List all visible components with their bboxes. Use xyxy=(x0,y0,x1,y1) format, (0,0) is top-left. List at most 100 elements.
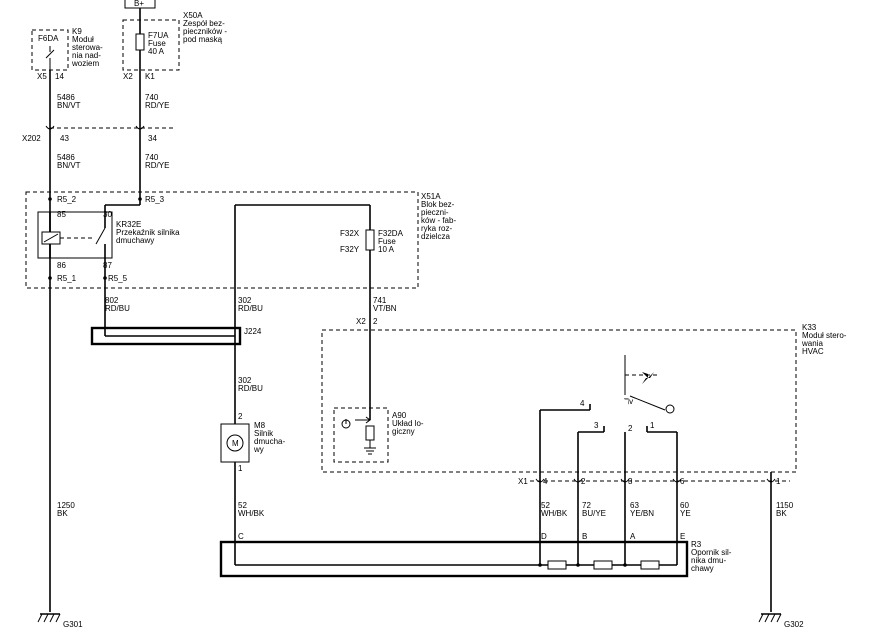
k9-id: K9 xyxy=(72,27,82,36)
x50a-conn-label: X2 xyxy=(123,72,133,81)
relay-desc-1: Przekaźnik silnika xyxy=(116,228,180,237)
r3-desc-1: Opornik sil- xyxy=(691,548,732,557)
k33-desc-3: HVAC xyxy=(802,347,824,356)
wire-label-num: 802 xyxy=(105,296,119,305)
k33-x2-pin: 2 xyxy=(373,317,378,326)
x51a-desc-4: ryka roz- xyxy=(421,224,452,233)
g301-label: G301 xyxy=(63,620,83,629)
r3-desc-2: nika dmu- xyxy=(691,556,726,565)
battery-plus-box: B+ xyxy=(124,0,156,18)
fan-icon xyxy=(642,372,654,384)
r3-desc-3: chawy xyxy=(691,564,714,573)
r3-blower-resistor: C D B A E R3 Opornik sil- nika dmu- chaw… xyxy=(219,532,732,578)
x51a-id: X51A xyxy=(421,192,441,201)
r3-pin-c: C xyxy=(238,532,244,541)
r3-pin-a: A xyxy=(630,532,636,541)
x51a-desc-3: ków - fab- xyxy=(421,216,456,225)
f32da-x-label: F32X xyxy=(340,229,360,238)
wire-label-num: 5486 xyxy=(57,153,75,162)
k9-desc-4: woziem xyxy=(71,59,99,68)
wire-label-num: 60 xyxy=(680,501,689,510)
x51a-desc-2: pieczni- xyxy=(421,208,449,217)
wire-label-color: WH/BK xyxy=(238,509,265,518)
wire-label-color: WH/BK xyxy=(541,509,568,518)
x202-id: X202 xyxy=(22,134,41,143)
switch-pin-2: 2 xyxy=(628,424,633,433)
x1-connector: X1 4 2 3 6 1 xyxy=(518,477,790,486)
m8-pin-top: 2 xyxy=(238,412,243,421)
wire-label-num: 1250 xyxy=(57,501,75,510)
wire-label-color: RD/BU xyxy=(105,304,130,313)
relay-pin-30: 30 xyxy=(103,210,112,219)
motor-symbol: M xyxy=(232,439,239,448)
f32da-type: Fuse xyxy=(378,237,396,246)
wire-label-color: YE/BN xyxy=(630,509,654,518)
x50a-fusebox: X50A Zespół bez- pieczników - pod maską … xyxy=(122,11,227,81)
k9-desc-3: nia nad- xyxy=(72,51,101,60)
wire-label-num: 52 xyxy=(238,501,247,510)
a90-desc-2: giczny xyxy=(392,427,415,436)
m8-pin-bottom: 1 xyxy=(238,464,243,473)
wire-label-color: BN/VT xyxy=(57,101,81,110)
wire-label-num: 740 xyxy=(145,153,159,162)
x50a-fuse-type: Fuse xyxy=(148,39,166,48)
j224-id: J224 xyxy=(244,327,262,336)
wire-label-color: RD/YE xyxy=(145,101,169,110)
relay-pin-87: 87 xyxy=(103,261,112,270)
battery-plus-label: B+ xyxy=(134,0,144,8)
wire-label-color: BK xyxy=(776,509,787,518)
k9-module: F6DA K9 Moduł sterowa- nia nad- woziem X… xyxy=(31,27,103,81)
x202-connector: X202 43 34 xyxy=(22,125,175,143)
switch-pin-3: 3 xyxy=(594,421,599,430)
m8-desc-3: wy xyxy=(253,445,264,454)
x51a-block: X51A Blok bez- pieczni- ków - fab- ryka … xyxy=(25,191,456,289)
x51a-pin-r5-2: R5_2 xyxy=(57,195,77,204)
x1-pin-2: 2 xyxy=(581,477,586,486)
wire-label-color: BU/YE xyxy=(582,509,606,518)
a90-logic-unit: A90 Układ lo- giczny xyxy=(333,407,424,463)
a90-desc-1: Układ lo- xyxy=(392,419,424,428)
wire-label-num: 741 xyxy=(373,296,387,305)
x202-pin-2: 34 xyxy=(148,134,157,143)
x50a-desc-3: pod maską xyxy=(183,35,223,44)
r3-pin-d: D xyxy=(541,532,547,541)
m8-id: M8 xyxy=(254,421,266,430)
x50a-pin-label: K1 xyxy=(145,72,155,81)
k9-desc-2: sterowa- xyxy=(72,43,103,52)
wire-label-color: BK xyxy=(57,509,68,518)
m8-blower-motor: M 2 1 M8 Silnik dmucha- wy xyxy=(220,412,285,473)
svg-text:ℸv: ℸv xyxy=(624,397,633,406)
g301-ground-icon: G301 xyxy=(37,613,83,629)
k33-x2-conn: X2 xyxy=(356,317,366,326)
x202-pin-1: 43 xyxy=(60,134,69,143)
switch-pin-4: 4 xyxy=(580,399,585,408)
wire-label-num: 302 xyxy=(238,296,252,305)
relay-pin-86: 86 xyxy=(57,261,66,270)
x1-pin-6: 6 xyxy=(680,477,685,486)
x51a-pin-r5-3: R5_3 xyxy=(145,195,165,204)
r3-pin-b: B xyxy=(582,532,587,541)
switch-pin-1: 1 xyxy=(650,421,655,430)
wire-label-num: 5486 xyxy=(57,93,75,102)
k9-fuse-label: F6DA xyxy=(38,34,59,43)
wire-label-color: VT/BN xyxy=(373,304,397,313)
blower-switch: ℸv 4 3 2 1 xyxy=(540,355,677,433)
g302-ground-icon: G302 xyxy=(758,613,804,629)
f32da-fuse: F32X F32Y F32DA Fuse 10 A xyxy=(235,204,404,420)
kr32e-relay: 85 30 86 87 KR32E Przekaźnik silnika dmu… xyxy=(37,210,180,270)
x50a-desc-2: pieczników - xyxy=(183,27,227,36)
x50a-fuse-rating: 40 A xyxy=(148,47,165,56)
r3-pin-e: E xyxy=(680,532,685,541)
x51a-pin-r5-1: R5_1 xyxy=(57,274,77,283)
x1-pin-1: 1 xyxy=(776,477,781,486)
k9-desc-1: Moduł xyxy=(72,35,94,44)
x1-pin-3: 3 xyxy=(628,477,633,486)
wire-label-color: BN/VT xyxy=(57,161,81,170)
j224-splice: J224 xyxy=(90,326,262,346)
m8-desc-1: Silnik xyxy=(254,429,274,438)
k33-desc-1: Moduł stero- xyxy=(802,331,847,340)
wire-label-num: 63 xyxy=(630,501,639,510)
f32da-y-label: F32Y xyxy=(340,245,360,254)
relay-pin-85: 85 xyxy=(57,210,66,219)
